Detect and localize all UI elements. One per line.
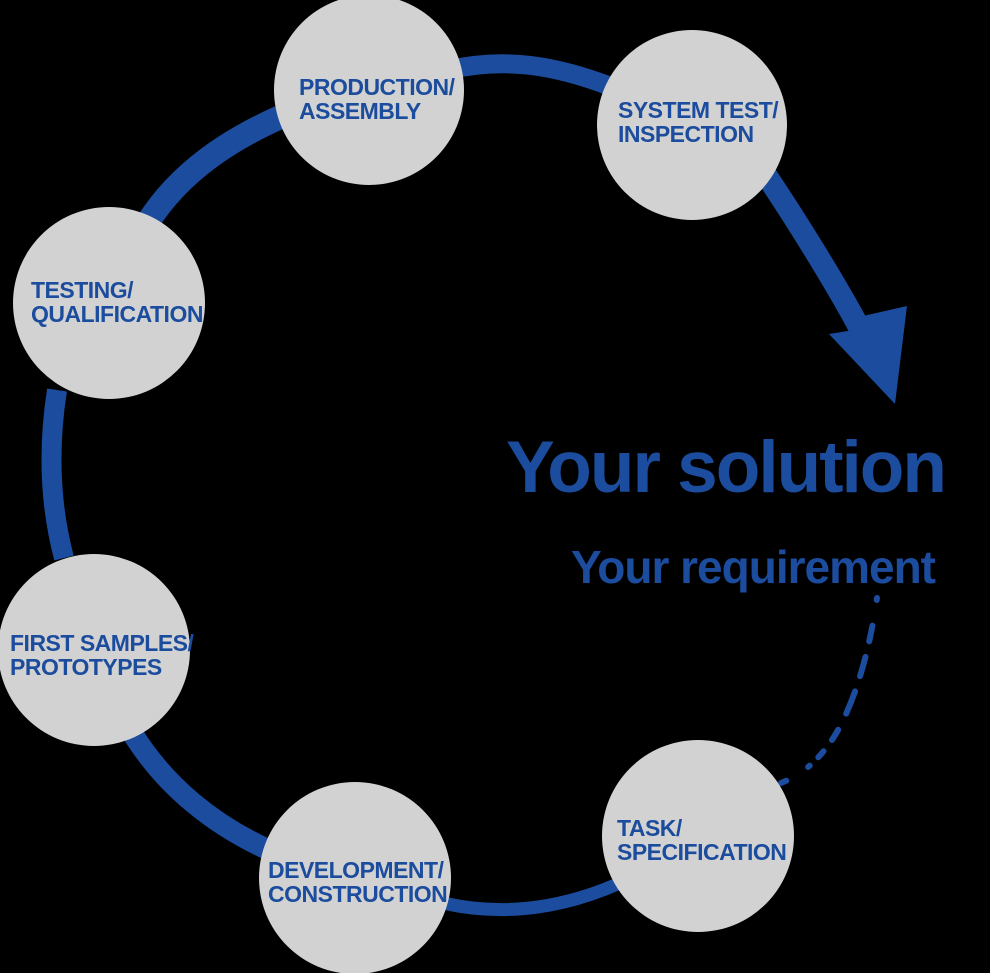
requirement-label: Your requirement	[571, 541, 936, 593]
stage-label-production-assembly: PRODUCTION/ ASSEMBLY	[299, 75, 455, 123]
stage-label-line: DEVELOPMENT/	[268, 857, 444, 883]
stage-label-system-test-inspection: SYSTEM TEST/ INSPECTION	[618, 97, 779, 147]
arc-testing-to-production	[137, 101, 295, 229]
stage-label-line: SYSTEM TEST/	[618, 97, 779, 123]
stage-label-line: FIRST SAMPLES/	[10, 630, 194, 656]
arrow-shaft-systemtest-to-solution	[756, 168, 871, 337]
stage-label-line: TASK/	[617, 815, 682, 841]
stage-label-line: CONSTRUCTION	[268, 881, 448, 907]
stage-label-first-samples-prototypes: FIRST SAMPLES/ PROTOTYPES	[10, 630, 194, 680]
arrow-head-icon	[829, 306, 907, 404]
stage-label-line: PRODUCTION/	[299, 74, 455, 100]
solution-title: Your solution	[506, 427, 947, 508]
stage-label-line: QUALIFICATION	[31, 301, 203, 327]
stage-circle-testing-qualification	[13, 207, 205, 399]
stage-circle-production-assembly	[274, 0, 464, 185]
arc-development-to-task	[441, 876, 625, 917]
arc-testing-to-firstsamples	[41, 388, 74, 561]
stage-circle-system-test-inspection	[597, 30, 787, 220]
stage-label-line: PROTOTYPES	[10, 654, 162, 680]
stage-label-line: TESTING/	[31, 277, 134, 303]
stage-label-task-specification: TASK/ SPECIFICATION	[617, 815, 787, 865]
stage-label-line: INSPECTION	[618, 121, 754, 147]
dashed-arc-requirement-to-task	[778, 595, 880, 786]
stage-label-development-construction: DEVELOPMENT/ CONSTRUCTION	[268, 857, 448, 907]
stage-label-line: SPECIFICATION	[617, 839, 787, 865]
stage-label-line: ASSEMBLY	[299, 98, 421, 124]
stage-label-testing-qualification: TESTING/ QUALIFICATION	[31, 278, 203, 326]
arc-production-to-systemtest	[445, 54, 616, 96]
stage-circle-development-construction	[259, 782, 451, 973]
arc-firstsamples-to-development	[122, 725, 276, 861]
stage-circle-task-specification	[602, 740, 794, 932]
stage-circle-first-samples-prototypes	[0, 554, 190, 746]
